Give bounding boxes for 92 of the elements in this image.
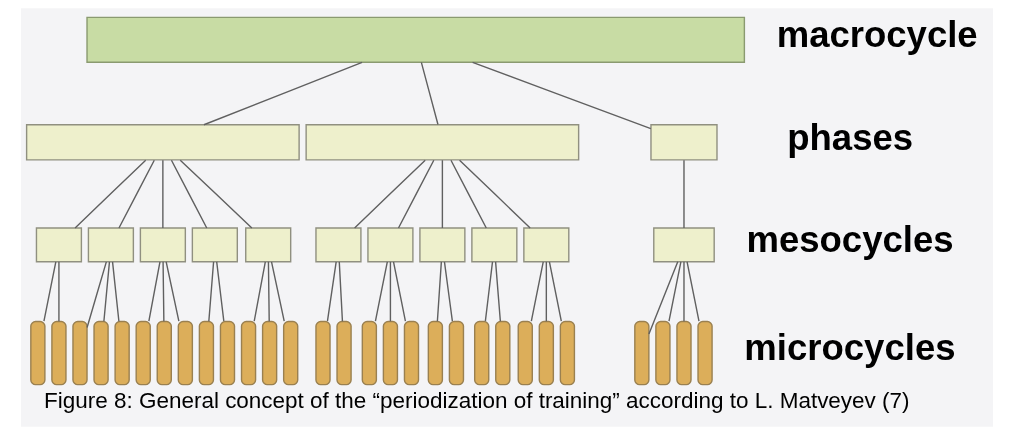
node-box [85,16,745,63]
connector [682,261,685,322]
node-bar [92,320,109,386]
connector [548,261,562,322]
connector [42,261,56,322]
connector [161,261,165,322]
label: microcycles [743,327,956,369]
connector [374,261,388,322]
node-box [522,227,569,263]
node-bar [50,320,67,386]
label: phases [786,116,913,158]
connector [471,61,652,130]
node-bar [261,320,277,386]
node-box [191,227,238,263]
connector [441,159,443,229]
connector [682,159,685,229]
node-bar [654,320,671,386]
node-box [139,227,186,263]
label: macrocycle [776,14,978,56]
node-box [304,124,579,161]
connector [170,159,207,229]
connector [147,261,161,322]
node-bar [361,320,377,386]
connector [647,261,678,335]
connector [458,159,531,229]
node-bar [403,320,419,386]
node-bar [113,320,130,386]
node-bar [675,320,692,386]
connector [449,159,487,229]
node-box [25,124,300,161]
connector [484,261,493,322]
node-bar [335,320,352,386]
connector [397,159,434,229]
node-bar [198,320,214,386]
connector [202,61,363,126]
node-bar [314,320,331,386]
connector [57,261,60,322]
caption: Figure 8: General concept of the “periodization of training” according to L. Matveyev (7) [43,388,910,414]
connector [667,261,682,322]
connector [73,159,146,229]
node-bar [240,320,256,386]
node-box [366,227,414,263]
node-bar [156,320,172,386]
connector [436,261,442,322]
node-box [244,227,291,263]
node-box [314,227,362,263]
node-bar [696,320,713,386]
connector [207,261,214,322]
connector [111,261,120,322]
node-bar [517,320,533,386]
connector [253,261,266,322]
node-bar [29,320,46,386]
connector [685,261,700,322]
connector [420,61,439,126]
connector [338,261,343,322]
connector [530,261,544,322]
node-box [652,227,715,263]
node-bar [538,320,554,386]
node-box [87,227,134,263]
connector [353,159,426,229]
node-bar [135,320,151,386]
connector [494,261,501,322]
connector [267,261,270,322]
connector [85,261,107,329]
connector [326,261,337,322]
node-bar [494,320,510,386]
node-bar [473,320,489,386]
node-bar [177,320,193,386]
node-box [649,124,718,161]
node-bar [219,320,235,386]
node-box [470,227,518,263]
connector [102,261,110,322]
connector [179,159,253,229]
connector [270,261,285,322]
node-bar [633,320,650,386]
node-bar [71,320,88,386]
node-bar [427,320,443,386]
connector [165,261,180,322]
node-bar [382,320,398,386]
connector [392,261,406,322]
label: mesocycles [745,219,954,261]
node-bar [282,320,298,386]
node-bar [559,320,575,386]
connector [161,159,164,229]
connector [545,261,547,322]
node-box [418,227,466,263]
connector [389,261,391,322]
node-bar [448,320,464,386]
connector [117,159,155,229]
connector [443,261,453,322]
node-box [35,227,82,263]
connector [215,261,225,322]
